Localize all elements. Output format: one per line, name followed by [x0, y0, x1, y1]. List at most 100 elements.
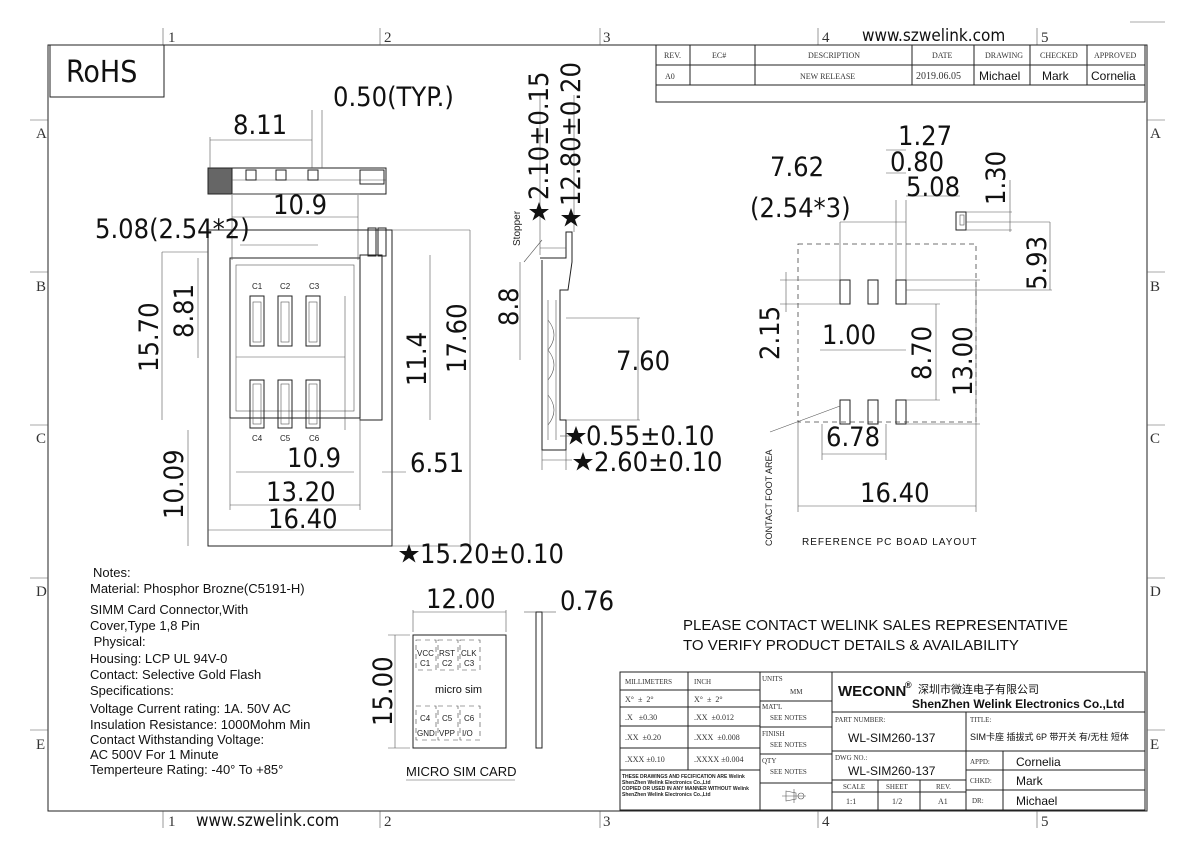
zone-col-3-bottom: 3	[603, 814, 611, 830]
rev-header-description: DESCRIPTION	[808, 51, 860, 60]
units-label: UNITS	[762, 675, 783, 683]
tol-mm-row-0: X° ± 2°	[625, 695, 654, 704]
contact-message-line-1: PLEASE CONTACT WELINK SALES REPRESENTATI…	[683, 617, 1068, 634]
tol-mm-row-3: .XXX ±0.10	[625, 755, 665, 764]
rev-cell-approved: Cornelia	[1091, 69, 1136, 83]
dim-0-50-typ: 0.50(TYP.)	[333, 82, 454, 113]
dim-8-81: 8.81	[169, 284, 200, 338]
sim-pad-rst: RST	[439, 649, 455, 658]
sheet-label: SHEET	[886, 783, 909, 791]
note-line-4: Physical:	[90, 634, 146, 649]
dim-7-60: 7.60	[616, 346, 670, 377]
revision-table: REV. EC# DESCRIPTION DATE DRAWING CHECKE…	[655, 44, 1146, 103]
dim-0-76: 0.76	[560, 586, 614, 617]
zone-col-2-bottom: 2	[384, 814, 392, 830]
note-line-2: SIMM Card Connector,With	[90, 602, 248, 617]
dim-16-40-front: 16.40	[268, 504, 338, 535]
key-dim-star-icon-3	[561, 208, 581, 227]
dim-15-70: 15.70	[134, 302, 165, 372]
key-dim-star-icon-5	[573, 452, 593, 471]
front-contact-c6: C6	[309, 434, 320, 443]
website-bottom[interactable]: www.szwelink.com	[196, 811, 339, 831]
website-top[interactable]: www.szwelink.com	[862, 26, 1005, 46]
part-number-label: PART NUMBER:	[835, 716, 885, 724]
tol-mm-row-1: .X ±0.30	[625, 713, 657, 722]
dim-10-09: 10.09	[159, 449, 190, 519]
qty-label: QTY	[762, 757, 776, 765]
tol-inch-row-1: .XX ±0.012	[694, 713, 734, 722]
zone-row-d-right: D	[1150, 584, 1161, 600]
rev-cell-drawing: Michael	[979, 69, 1020, 83]
dim-8-70: 8.70	[907, 326, 938, 380]
dim-12-00: 12.00	[426, 584, 496, 615]
note-line-10: Contact Withstanding Voltage:	[90, 732, 264, 747]
dwg-number-value: WL-SIM260-137	[848, 764, 936, 778]
dim-15-20: 15.20±0.10	[420, 539, 564, 570]
dim-13-00: 13.00	[948, 326, 979, 396]
dim-2-10: 2.10±0.15	[524, 72, 555, 201]
brand-logo: WECONN	[838, 683, 906, 700]
rev-header-date: DATE	[932, 51, 953, 60]
title-value: SIM卡座 插拔式 6P 带开关 有/无柱 短体	[970, 731, 1129, 742]
dwg-number-label: DWG NO.:	[835, 754, 867, 762]
zone-row-a-right: A	[1150, 126, 1161, 142]
key-dim-star-icon	[399, 544, 419, 563]
zone-row-b-left: B	[36, 279, 46, 295]
sim-pad-vpp: VPP	[439, 729, 455, 738]
scale-label: SCALE	[843, 783, 865, 791]
zone-row-b-right: B	[1150, 279, 1160, 295]
sheet-value: 1/2	[892, 797, 902, 806]
tol-inch-row-2: .XXX ±0.008	[694, 733, 740, 742]
tol-header-inch: INCH	[694, 678, 711, 686]
front-view: C1 C2 C3 C4 C5 C6 0.50(TYP.) 8.11 10.9 5…	[95, 82, 564, 570]
dim-1-27: 1.27	[898, 121, 952, 152]
note-line-9: Insulation Resistance: 1000Mohm Min	[90, 717, 310, 732]
matl-value: SEE NOTES	[770, 714, 807, 722]
micro-sim-caption: MICRO SIM CARD	[406, 764, 517, 779]
front-contact-c2: C2	[280, 282, 291, 291]
zone-row-a-left: A	[36, 126, 47, 142]
dim-12-80: 12.80±0.20	[556, 62, 587, 206]
rev-cell-date: 2019.06.05	[916, 71, 961, 82]
dr-value: Michael	[1016, 794, 1057, 808]
dim-2-15: 2.15	[755, 306, 786, 360]
dr-label: DR:	[972, 797, 984, 805]
zone-labels: 1 2 3 4 5 1 2 3 4 5 A B C D E A B C D E	[36, 30, 1161, 830]
brand-registered-mark: ®	[905, 680, 912, 690]
title-block: MILLIMETERS INCH X° ± 2° X° ± 2° .X ±0.3…	[619, 671, 1146, 811]
dim-2-54x3: (2.54*3)	[750, 193, 851, 224]
note-line-0: Notes:	[93, 565, 131, 580]
dim-8-11: 8.11	[233, 110, 287, 141]
note-line-6: Contact: Selective Gold Flash	[90, 667, 261, 682]
zone-row-c-left: C	[36, 431, 46, 447]
rev-header-rev: REV.	[664, 51, 681, 60]
rev-header-approved: APPROVED	[1094, 51, 1136, 60]
dim-0-55: 0.55±0.10	[586, 421, 715, 452]
tol-inch-row-3: .XXXX ±0.004	[694, 755, 744, 764]
dim-8-8: 8.8	[494, 287, 525, 326]
zone-col-5-bottom: 5	[1041, 814, 1049, 830]
dim-11-4: 11.4	[402, 332, 433, 386]
zone-row-e-right: E	[1150, 737, 1159, 753]
chkd-value: Mark	[1016, 774, 1044, 788]
rohs-box	[49, 44, 165, 98]
sheet-border	[47, 44, 1148, 812]
contact-message-line-2: TO VERIFY PRODUCT DETAILS & AVAILABILITY	[683, 637, 1019, 654]
dim-5-08: 5.08(2.54*2)	[95, 214, 250, 245]
dim-1-00: 1.00	[822, 320, 876, 351]
dim-6-51: 6.51	[410, 448, 464, 479]
finish-label: FINISH	[762, 730, 785, 738]
appd-value: Cornelia	[1016, 755, 1061, 769]
sim-pad-vcc: VCC	[417, 649, 434, 658]
dim-13-20: 13.20	[266, 477, 336, 508]
rev-cell-checked: Mark	[1042, 69, 1070, 83]
chkd-label: CHKD:	[970, 777, 992, 785]
tol-inch-row-0: X° ± 2°	[694, 695, 723, 704]
note-line-11: AC 500V For 1 Minute	[90, 747, 219, 762]
tol-mm-row-2: .XX ±0.20	[625, 733, 661, 742]
stopper-label: Stopper	[512, 210, 523, 246]
dim-6-78: 6.78	[826, 422, 880, 453]
company-name-cn: 深圳市微连电子有限公司	[918, 682, 1039, 696]
units-value: MM	[790, 688, 803, 696]
